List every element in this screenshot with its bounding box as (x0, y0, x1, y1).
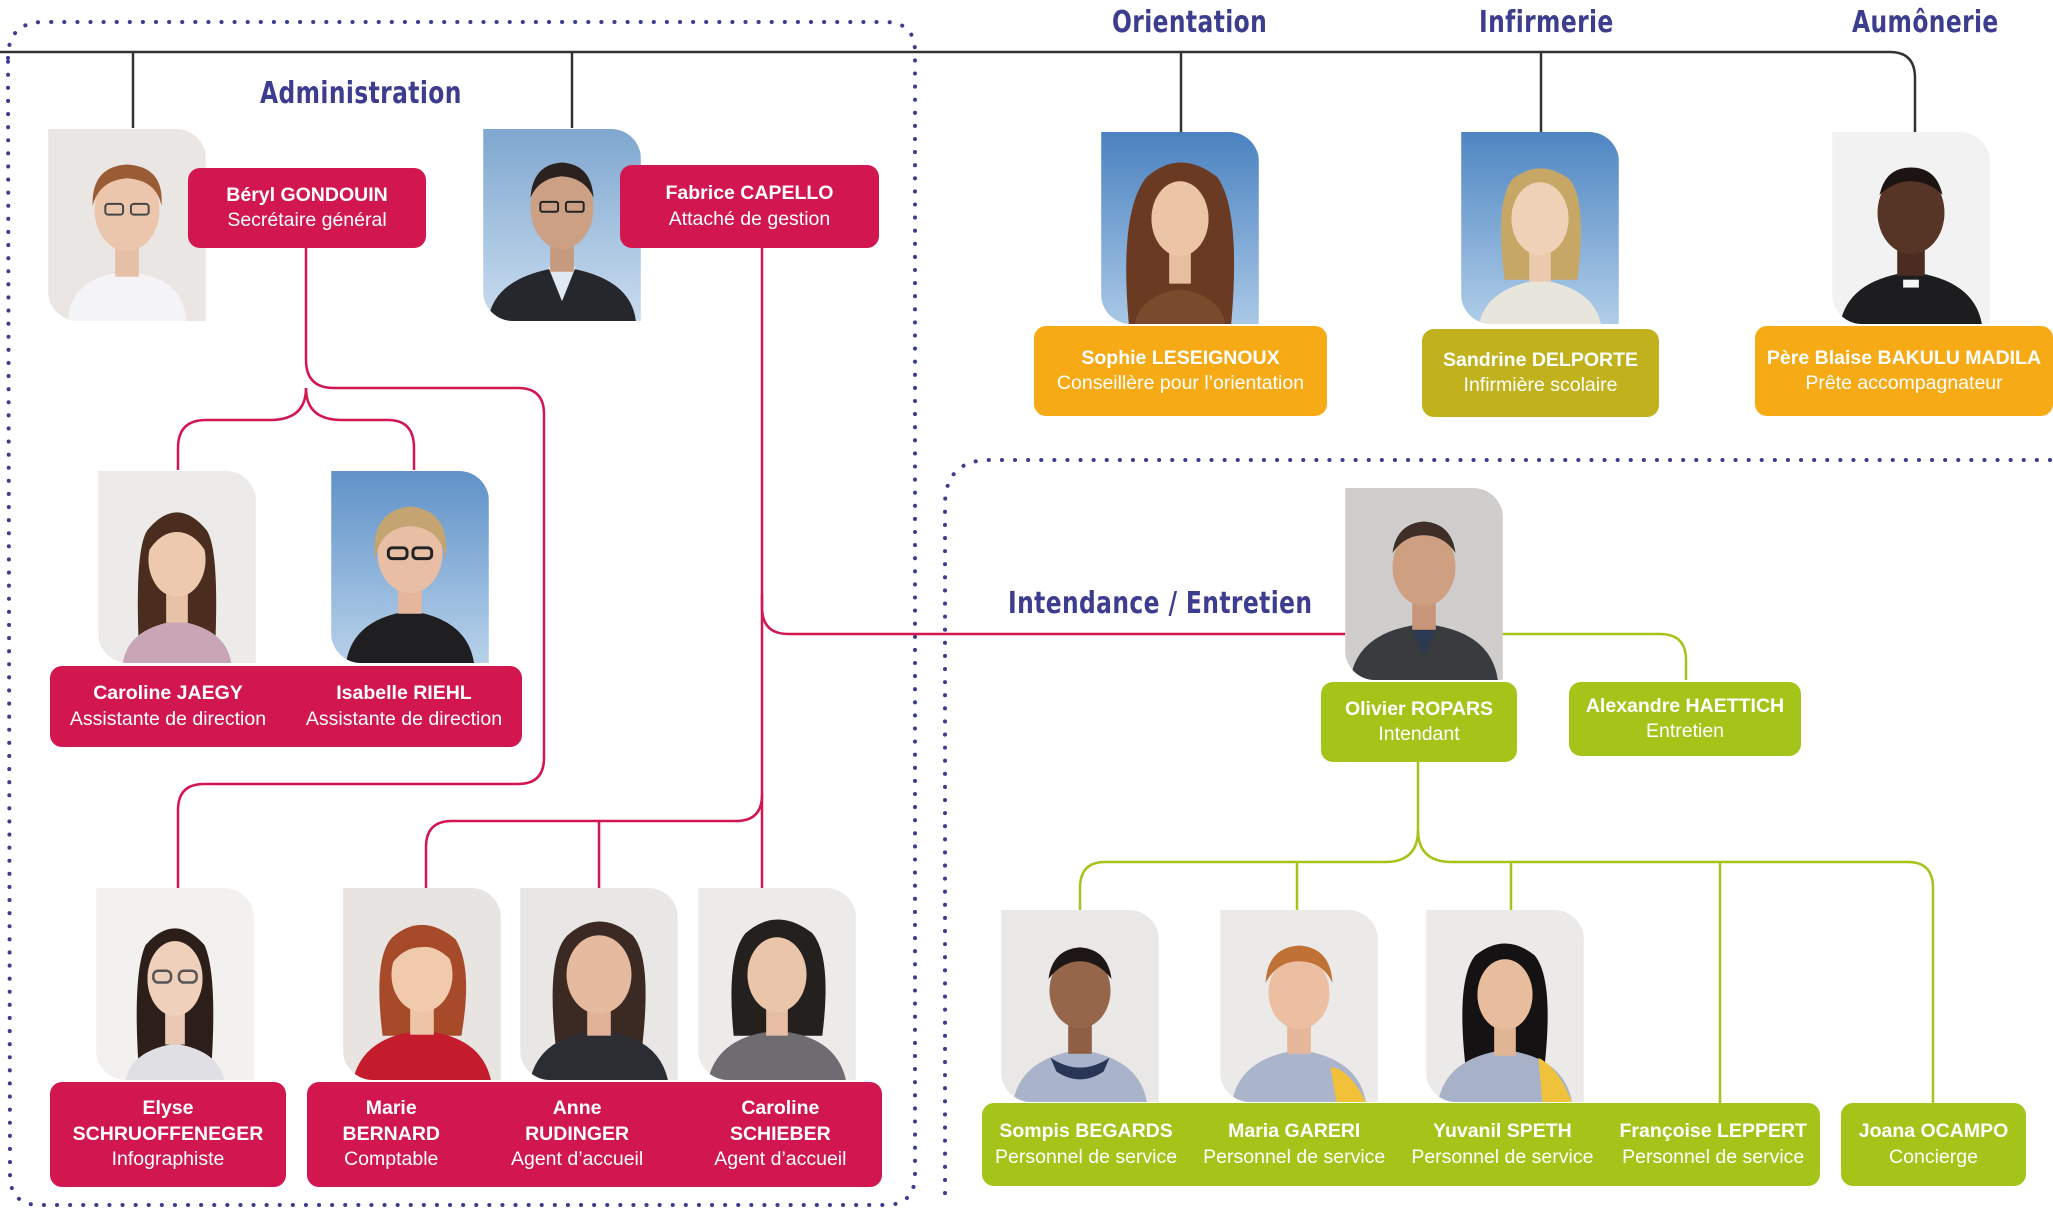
person-role-speth: Personnel de service (1411, 1145, 1594, 1168)
person-last-name: SCHRUOFFENEGER (72, 1122, 264, 1145)
person-name: Béryl GONDOUIN (226, 183, 388, 206)
administration-group-boundary (5, 20, 917, 1207)
department-heading-infirmerie: Infirmerie (1479, 5, 1614, 40)
portrait-photo-gareri (1220, 910, 1378, 1102)
person-role: Attaché de gestion (668, 207, 831, 230)
person-card-schruoffeneger: Elyse SCHRUOFFENEGER Infographiste (50, 1082, 286, 1187)
person-name-riehl: Isabelle RIEHL (336, 682, 472, 705)
portrait-photo-schieber (698, 888, 856, 1080)
person-role-riehl: Assistante de direction (305, 707, 503, 730)
portrait-photo-delporte (1461, 132, 1619, 324)
person-name: Alexandre HAETTICH (1585, 694, 1785, 717)
person-card-ropars: Olivier ROPARS Intendant (1321, 682, 1517, 762)
person-name: Fabrice CAPELLO (665, 182, 834, 205)
person-role: Entretien (1645, 720, 1725, 742)
person-last-name-bernard: BERNARD (342, 1122, 440, 1145)
person-card-bernard-rudinger-schieber: Marie BERNARD Comptable Anne RUDINGER Ag… (307, 1082, 882, 1187)
department-heading-orientation: Orientation (1112, 5, 1268, 40)
portrait-photo-gondouin (48, 129, 206, 321)
person-name-jaegy: Caroline JAEGY (93, 682, 243, 705)
person-first-name-bernard: Marie (365, 1097, 417, 1120)
person-role: Conseillère pour l’orientation (1056, 372, 1305, 394)
person-card-bakulu: Père Blaise BAKULU MADILA Prête accompag… (1755, 326, 2053, 416)
person-role-jaegy: Assistante de direction (69, 707, 267, 730)
portrait-photo-rudinger (520, 888, 678, 1080)
intendance-group-boundary (943, 458, 2052, 1207)
person-name-leppert: Françoise LEPPERT (1619, 1120, 1807, 1143)
person-name: Père Blaise BAKULU MADILA (1766, 346, 2042, 369)
person-last-name-schieber: SCHIEBER (729, 1122, 831, 1145)
portrait-photo-schruoffeneger (96, 888, 254, 1080)
portrait-photo-bakulu (1832, 132, 1990, 324)
person-role: Infirmière scolaire (1463, 374, 1618, 396)
department-heading-administration: Administration (260, 76, 462, 111)
portrait-photo-ropars (1345, 488, 1503, 680)
person-name-speth: Yuvanil SPETH (1433, 1120, 1572, 1143)
person-card-capello: Fabrice CAPELLO Attaché de gestion (620, 165, 879, 248)
person-role-bernard: Comptable (344, 1148, 439, 1171)
portrait-photo-capello (483, 129, 641, 321)
person-card-jaegy-riehl: Caroline JAEGY Assistante de direction I… (50, 666, 522, 747)
person-name: Olivier ROPARS (1344, 697, 1494, 720)
person-role-schieber: Agent d’accueil (714, 1148, 847, 1171)
person-name: Sophie LESEIGNOUX (1081, 346, 1280, 369)
department-heading-aumonerie: Aumônerie (1852, 5, 1999, 40)
person-name-begards: Sompis BEGARDS (999, 1120, 1173, 1143)
person-role-gareri: Personnel de service (1203, 1145, 1386, 1168)
person-first-name-schieber: Caroline (741, 1097, 820, 1120)
person-role-leppert: Personnel de service (1622, 1145, 1805, 1168)
person-role: Infographiste (111, 1148, 225, 1171)
portrait-photo-jaegy (98, 471, 256, 663)
person-last-name-rudinger: RUDINGER (525, 1122, 630, 1145)
department-heading-intendance: Intendance / Entretien (1008, 586, 1313, 621)
person-card-leseignoux: Sophie LESEIGNOUX Conseillère pour l’ori… (1034, 326, 1327, 416)
person-role-begards: Personnel de service (995, 1145, 1178, 1168)
person-first-name: Elyse (142, 1097, 194, 1120)
person-card-personnel-de-service: Sompis BEGARDS Personnel de service Mari… (982, 1103, 1820, 1186)
person-name-gareri: Maria GARERI (1228, 1120, 1361, 1143)
person-role-rudinger: Agent d’accueil (510, 1148, 644, 1171)
portrait-photo-riehl (331, 471, 489, 663)
person-role: Prête accompagnateur (1805, 372, 2003, 394)
person-name: Sandrine DELPORTE (1442, 348, 1639, 371)
person-role: Secrétaire général (227, 209, 387, 231)
person-card-gondouin: Béryl GONDOUIN Secrétaire général (188, 168, 426, 248)
person-role: Intendant (1378, 723, 1460, 745)
person-card-ocampo: Joana OCAMPO Concierge (1841, 1103, 2026, 1186)
person-first-name-rudinger: Anne (552, 1097, 602, 1120)
portrait-photo-leseignoux (1101, 132, 1259, 324)
person-role: Concierge (1889, 1145, 1978, 1168)
portrait-photo-speth (1426, 910, 1584, 1102)
person-name: Joana OCAMPO (1858, 1120, 2009, 1143)
portrait-photo-begards (1001, 910, 1159, 1102)
person-card-delporte: Sandrine DELPORTE Infirmière scolaire (1422, 329, 1659, 417)
person-card-haettich: Alexandre HAETTICH Entretien (1569, 682, 1801, 756)
portrait-photo-bernard (343, 888, 501, 1080)
